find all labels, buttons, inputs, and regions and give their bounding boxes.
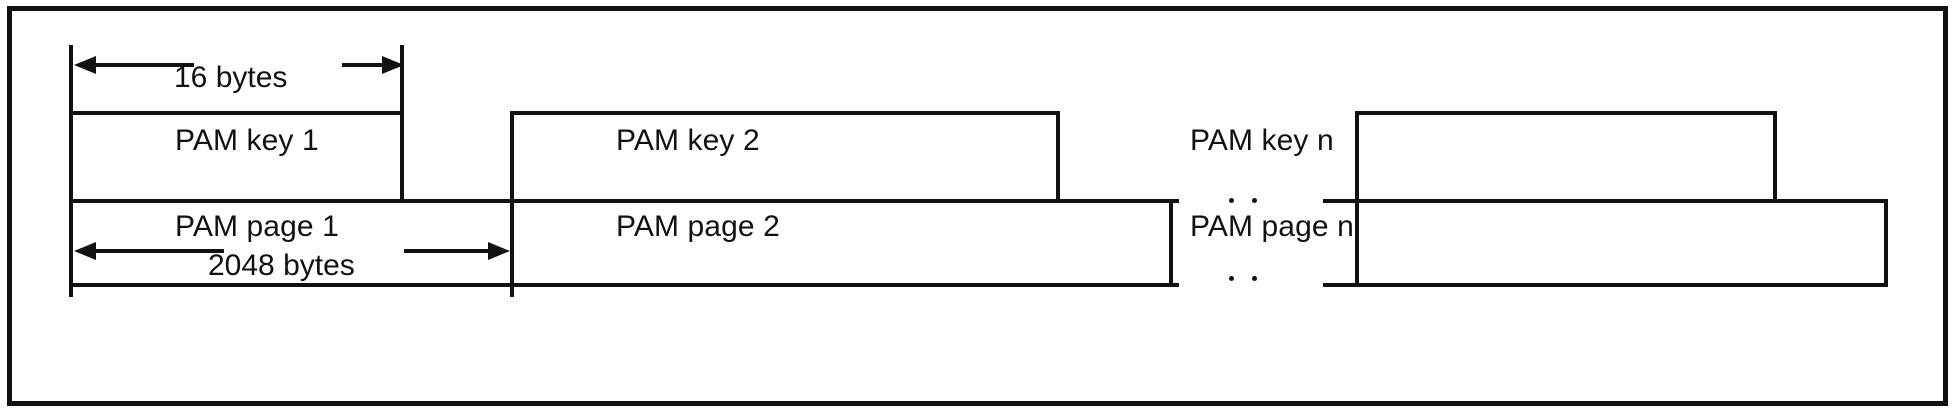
entry-2-page-label: PAM page 2 (616, 210, 780, 243)
entry-1-key-top-edge (69, 111, 404, 115)
ellipsis-dot-top-2 (1252, 198, 1257, 203)
entry-2-key-top-edge (510, 111, 1060, 115)
key-width-label: 16 bytes (174, 61, 288, 94)
ellipsis-dot-bottom-1 (1229, 276, 1234, 281)
entry-2-key-label: PAM key 2 (616, 124, 760, 157)
page-width-label: 2048 bytes (208, 249, 355, 282)
entry-n-key-label: PAM key n (1190, 124, 1334, 157)
ellipsis-dot-bottom-2 (1252, 276, 1257, 281)
entry-1-key-label: PAM key 1 (175, 124, 319, 157)
entry-n-divider-stub (1323, 199, 1363, 203)
entry-2-key-right-boundary (1056, 111, 1060, 203)
entry-2-left-boundary (510, 111, 514, 287)
key-page-divider-right (1355, 199, 1888, 203)
page-width-arrow (74, 242, 510, 260)
entry-n-page-label: PAM page n (1190, 210, 1354, 243)
entry-n-bottom-stub (1323, 283, 1363, 287)
entry-1-left-boundary (69, 45, 73, 297)
key-width-arrow (74, 56, 404, 74)
entry-1-key-right-boundary (400, 45, 404, 201)
ellipsis-dot-top-1 (1229, 198, 1234, 203)
entry-n-page-right-boundary (1884, 199, 1888, 287)
entry-n-key-top-edge (1355, 111, 1777, 115)
entry-n-key-right-boundary (1773, 111, 1777, 203)
entry-1-page-label: PAM page 1 (175, 210, 339, 243)
diagram-outer-frame: 16 bytes PAM key 1 PAM page 1 2048 bytes… (7, 6, 1948, 406)
page-row-bottom-edge-right (1355, 283, 1888, 287)
entry-2-page-right-boundary (1169, 199, 1173, 287)
key-page-divider-left (69, 199, 1179, 203)
page-row-bottom-edge-left (69, 283, 1179, 287)
